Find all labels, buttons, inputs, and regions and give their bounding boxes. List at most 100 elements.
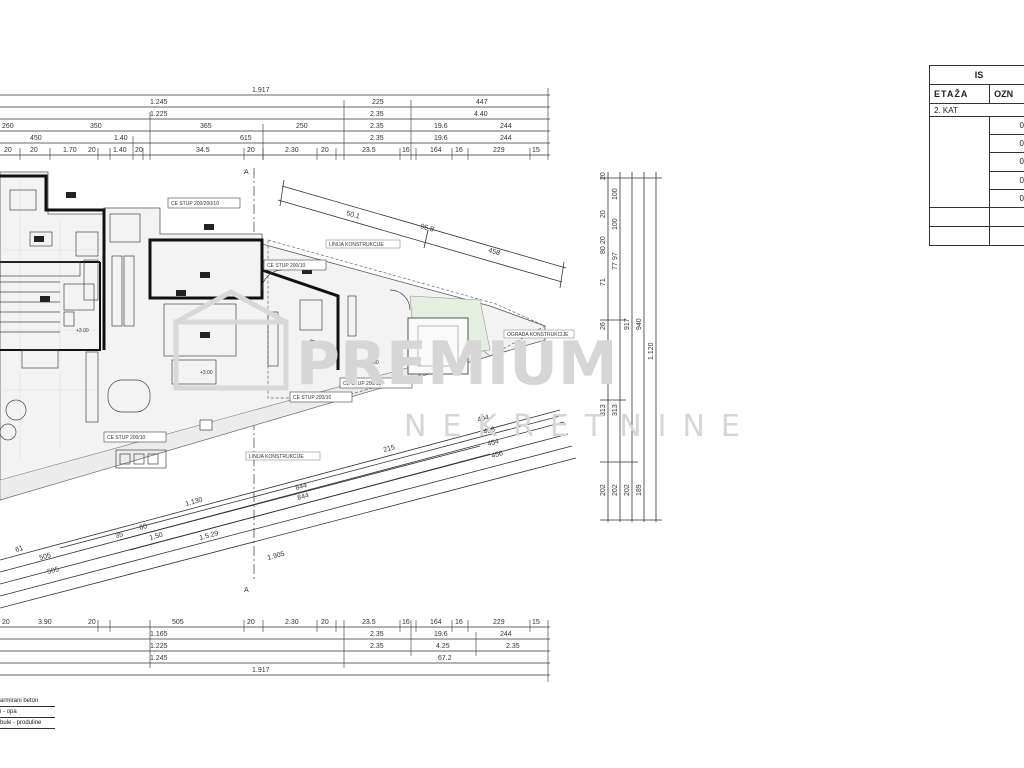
area-table-col-etaza: ETAŽA [928,84,991,104]
dim-bot-r4a: 1.245 [150,655,168,662]
dim-top-r6p: 15 [532,147,540,154]
dim-top-r5d: 2.35 [370,135,384,142]
section-label-top: A [244,169,249,176]
dim-right-e: 20 [600,236,607,244]
area-table-row-2: 0 [989,134,1024,154]
dim-diag-g: 456 [491,450,504,460]
wall-label-2: LINIJA KONSTRUKCIJE [249,454,304,460]
dim-bot-r1k: 16 [455,619,463,626]
dim-top-r3c: 4.40 [474,111,488,118]
dim-right-b: 100 [612,188,619,200]
dim-top-r3b: 2.35 [370,111,384,118]
dim-bot-r3b: 2.35 [370,643,384,650]
bottom-dimension-text: 20 3.90 20 505 20 2.30 20 23.5 16 164 16… [2,619,540,674]
dim-top-r6i: 2.30 [285,147,299,154]
dim-right-h: 71 [600,278,607,286]
dim-right-i: 77 [612,262,619,270]
dim-bot-r3d: 2.35 [506,643,520,650]
dim-top-r6f: 20 [135,147,143,154]
watermark-logo: PREMIUM NEKRETNINE [173,289,756,444]
area-table-empty-1 [928,207,991,227]
dim-top-r5a: 450 [30,135,42,142]
dim-diag-c: 458 [487,247,500,257]
dim-right-q: 189 [636,484,643,496]
wall-label-3: OGRADA KONSTRUKCIJE [507,332,569,338]
wall-label-1: LINIJA KONSTRUKCIJE [329,242,384,248]
dim-diag-j: 844 [297,492,310,502]
col-label-2: CE STUP 200/10 [293,395,331,401]
room-tags [34,192,312,338]
dim-diag-m: 35 [115,531,124,540]
dim-top-r6k: 23.5 [362,147,376,154]
dim-diag-i: 844 [295,482,308,492]
area-table: IS ETAŽA OZN 2. KAT 0 0 0 0 0 [928,65,1024,246]
dim-top-r6m: 164 [430,147,442,154]
area-table-title: IS [929,65,1024,85]
col-label-5: CE STUP 200/10 [267,263,305,269]
dim-bot-r1i: 16 [402,619,410,626]
dim-right-s: 1.120 [648,342,655,360]
dim-diag-l: 60 [139,523,148,532]
dim-top-r5f: 244 [500,135,512,142]
dim-bot-r2a: 1.165 [150,631,168,638]
dim-right-d: 100 [612,218,619,230]
dim-top-r6o: 229 [493,147,505,154]
dim-top-total: 1.917 [252,87,270,94]
dim-bot-r2b: 2.35 [370,631,384,638]
dim-diag-d: 404 [477,414,490,424]
dim-bot-r1h: 23.5 [362,619,376,626]
dim-bot-r3a: 1.225 [150,643,168,650]
dim-top-r6n: 16 [455,147,463,154]
dim-bot-r1e: 20 [247,619,255,626]
dim-top-r5e: 19.6 [434,135,448,142]
area-table-empty-3 [928,226,991,246]
dim-right-a: 20 [600,172,607,180]
right-dimension-lines [600,172,662,522]
dim-bot-r3c: 4.25 [436,643,450,650]
level-mark-1: +3.00 [200,370,213,376]
legend-item-1: armirani beton [0,696,55,707]
dim-top-r6h: 20 [247,147,255,154]
dim-diag-p: 1.905 [267,551,286,562]
dim-bot-r1l: 229 [493,619,505,626]
dim-top-r4c: 365 [200,123,212,130]
dim-top-r4b: 350 [90,123,102,130]
watermark-text-sub: NEKRETNINE [404,409,756,444]
dim-bot-r1d: 505 [172,619,184,626]
area-table-row-4: 0 [989,170,1024,190]
dim-top-r6b: 20 [30,147,38,154]
section-label-bottom: A [244,587,249,594]
dim-top-r6j: 20 [321,147,329,154]
dim-top-r4d: 250 [296,123,308,130]
area-table-row-3: 0 [989,152,1024,172]
area-table-col-ozn: OZN [989,84,1024,104]
top-dimension-text: 1.917 1.245 225 447 1.225 2.35 4.40 260 … [2,87,540,154]
dim-right-f: 80 [600,246,607,254]
dim-bot-r1j: 164 [430,619,442,626]
level-mark-3: +3.00 [76,328,89,334]
dim-right-l: 313 [600,404,607,416]
dim-top-r4e: 2.35 [370,123,384,130]
col-label-3: CE STUP 200/10 [343,381,381,387]
dim-top-r4a: 260 [2,123,14,130]
dim-bot-total: 1.917 [252,667,270,674]
right-dimension-text: 20 100 20 100 20 80 97 71 77 26 917 313 … [600,172,655,496]
dim-top-r6c: 1.70 [63,147,77,154]
col-label-4: CE STUP 200/10 [107,435,145,441]
dim-top-r6l: 16 [402,147,410,154]
col-label-1: CE STUP 200/200/10 [171,201,219,207]
dim-right-o: 202 [612,484,619,496]
dim-right-g: 97 [612,252,619,260]
dim-diag-a: 50.1 [345,210,360,221]
dim-top-r3a: 1.225 [150,111,168,118]
dim-diag-k: 1.130 [185,497,204,508]
dim-top-r6g: 34.5 [196,147,210,154]
upper-diagonal-dimensions [277,179,567,289]
dim-top-r5b: 1.40 [114,135,128,142]
column-labels: CE STUP 200/200/10 CE STUP 200/10 CE STU… [76,197,575,461]
dim-top-r2c: 447 [476,99,488,106]
legend-item-2: i - opa [0,707,55,718]
area-table-empty-2 [989,207,1024,227]
area-table-floor-cell [928,116,991,208]
dim-bot-r1c: 20 [88,619,96,626]
